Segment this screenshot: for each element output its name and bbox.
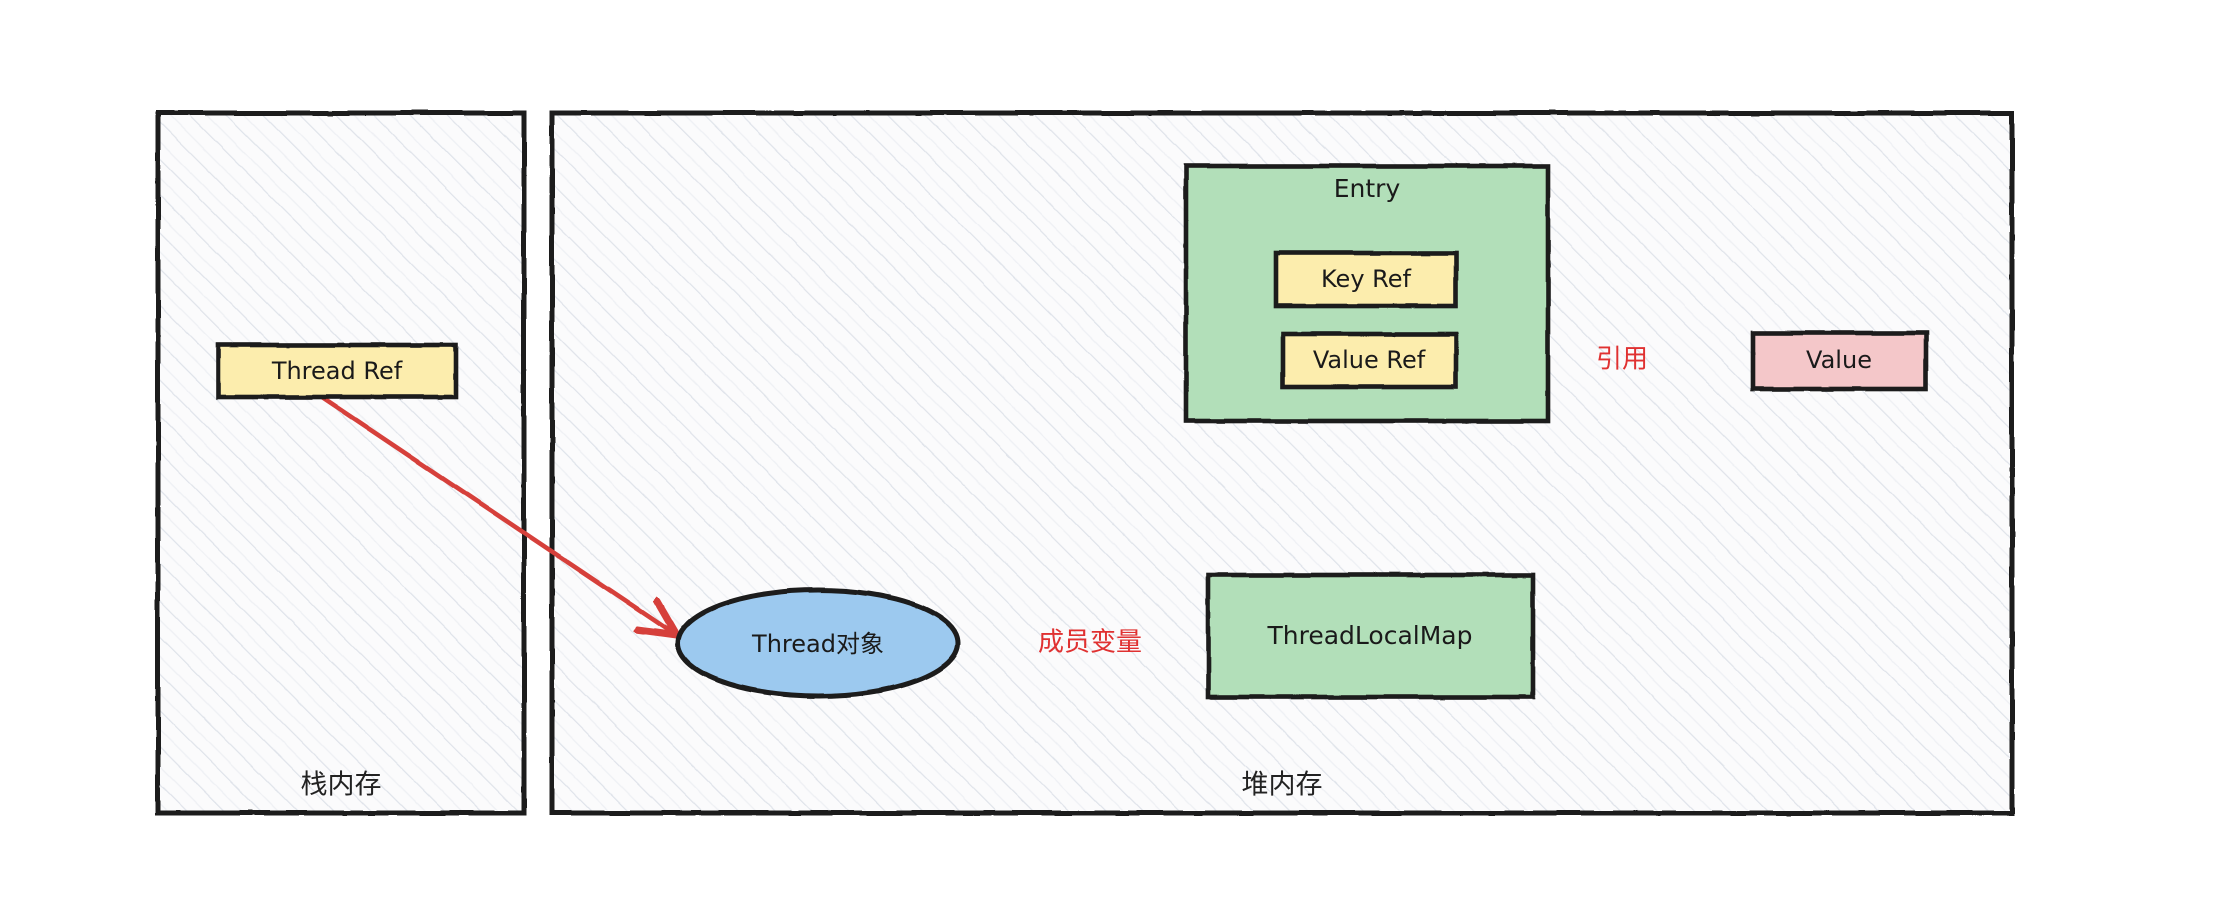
node-thread-object[interactable]: Thread对象 (675, 587, 961, 699)
heap-memory-label: 堆内存 (1242, 770, 1323, 801)
thread-object-label: Thread对象 (751, 630, 884, 658)
threadlocalmap-label: ThreadLocalMap (1267, 621, 1473, 650)
node-key-ref[interactable]: Key Ref (1273, 250, 1459, 309)
node-value[interactable]: Value (1750, 330, 1929, 392)
node-thread-ref[interactable]: Thread Ref (215, 342, 459, 400)
thread-object-ellipse[interactable] (675, 587, 961, 699)
threadlocalmap-box[interactable] (1205, 572, 1536, 700)
node-threadlocalmap[interactable]: ThreadLocalMap (1205, 572, 1536, 700)
edge-label-reference: 引用 (1596, 345, 1648, 375)
edge-label-member-variable: 成员变量 (1038, 628, 1142, 658)
edge-thread-ref-to-thread-object (317, 393, 672, 632)
key-ref-label: Key Ref (1321, 265, 1412, 293)
stack-memory-label: 栈内存 (301, 770, 382, 801)
thread-ref-label: Thread Ref (271, 357, 403, 385)
entry-label: Entry (1334, 174, 1401, 203)
stack-memory-container: 栈内存 (155, 110, 527, 816)
edge-thread-object-to-map: 成员变量 (957, 628, 1205, 658)
stack-memory-boundary (155, 110, 527, 816)
value-box[interactable] (1750, 330, 1929, 392)
node-value-ref[interactable]: Value Ref (1280, 331, 1459, 390)
value-label: Value (1806, 346, 1872, 374)
arrow-thread-ref-to-thread-object (317, 393, 672, 632)
key-ref-box[interactable] (1273, 250, 1459, 309)
value-ref-box[interactable] (1280, 331, 1459, 390)
value-ref-label: Value Ref (1313, 346, 1426, 374)
thread-ref-box[interactable] (215, 342, 459, 400)
